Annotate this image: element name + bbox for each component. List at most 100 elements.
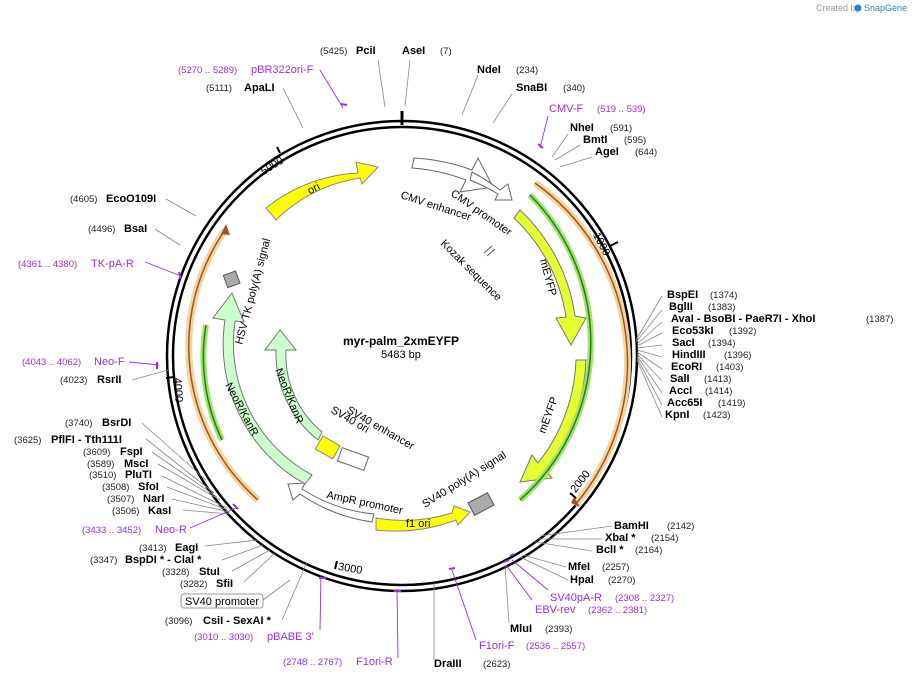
sv40-enhancer-feature[interactable] <box>336 446 370 472</box>
site-Acc65I[interactable]: Acc65I (1419) <box>667 397 745 409</box>
ampr-promoter-feature[interactable] <box>287 482 375 523</box>
site-HindIII[interactable]: HindIII (1396) <box>672 349 751 361</box>
site-HpaI[interactable]: HpaI (2270) <box>570 574 635 586</box>
site-Eco53kI[interactable]: Eco53kI (1392) <box>672 325 756 337</box>
site-CsiI[interactable]: (3096) CsiI - SexAI * <box>165 615 272 627</box>
svg-text:(2270): (2270) <box>608 575 635 586</box>
svg-text:(1423): (1423) <box>703 410 730 421</box>
site-BsrDI[interactable]: (3740) BsrDI <box>65 417 131 429</box>
site-FspI[interactable]: (3609) FspI <box>83 446 143 458</box>
site-PflFI[interactable]: (3625) PflFI - Tth111I <box>14 434 122 446</box>
svg-text:(4023): (4023) <box>60 375 87 386</box>
hsv-tk-polya-feature[interactable] <box>222 270 241 289</box>
site-EagI[interactable]: (3413) EagI <box>139 542 198 554</box>
site-ApaLI[interactable]: (5111) ApaLI <box>206 82 275 94</box>
svg-text:(1413): (1413) <box>704 374 731 385</box>
svg-text:DraIII: DraIII <box>434 658 462 670</box>
svg-text:SacI: SacI <box>672 337 695 349</box>
site-NheI[interactable]: NheI (591) <box>570 122 632 134</box>
svg-text:MscI: MscI <box>124 458 148 470</box>
ori-feature[interactable] <box>265 161 379 221</box>
site-SacI[interactable]: SacI (1394) <box>672 337 735 349</box>
svg-text:F1ori-F: F1ori-F <box>479 640 515 652</box>
site-MfeI[interactable]: MfeI (2257) <box>568 561 629 573</box>
primer-pBR322ori-F[interactable]: (5270 .. 5289) pBR322ori-F <box>178 64 314 76</box>
site-BspDI[interactable]: (3347) BspDI * - ClaI * <box>90 554 202 566</box>
site-SfoI[interactable]: (3508) SfoI <box>102 481 159 493</box>
site-BspEI[interactable]: BspEI (1374) <box>667 289 737 301</box>
svg-text:(1394): (1394) <box>708 338 735 349</box>
neor-kanr-inner-label: NeoR/KanR <box>272 367 305 426</box>
site-EcoO109I[interactable]: (4605) EcoO109I <box>70 193 156 205</box>
svg-text:(519 .. 539): (519 .. 539) <box>597 104 646 115</box>
neor-kanr-outer-feature[interactable] <box>212 292 313 485</box>
backbone-inner-strand <box>171 125 633 587</box>
site-SfiI[interactable]: (3282) SfiI <box>180 578 233 590</box>
tick-3000: 3000 <box>334 560 363 577</box>
site-StuI[interactable]: (3328) StuI <box>162 566 220 578</box>
site-BsaI[interactable]: (4496) BsaI <box>88 223 147 235</box>
f1-ori-feature[interactable] <box>375 505 471 532</box>
green-orf-line-left <box>202 324 223 441</box>
svg-text:(2623): (2623) <box>483 659 510 670</box>
sv40-ori-feature[interactable] <box>314 435 341 460</box>
svg-text:(4496): (4496) <box>88 224 115 235</box>
svg-text:CMV-F: CMV-F <box>549 103 584 115</box>
primer-pBABE3[interactable]: (3010 .. 3030) pBABE 3' <box>194 631 314 643</box>
cmv-promoter-feature[interactable] <box>469 171 513 201</box>
primer-Neo-F[interactable]: (4043 .. 4062) Neo-F <box>22 356 125 368</box>
primer-EBV-rev[interactable]: EBV-rev (2362 .. 2381) <box>535 604 647 616</box>
site-MluI[interactable]: MluI (2393) <box>510 623 572 635</box>
svg-text:(3507): (3507) <box>107 494 134 505</box>
site-AvaI[interactable]: AvaI - BsoBI - PaeR7I - XhoI (1387) <box>671 313 893 325</box>
svg-text:SfoI: SfoI <box>138 481 159 493</box>
primer-F1ori-F[interactable]: F1ori-F (2536 .. 2557) <box>479 640 585 652</box>
primer-F1ori-R[interactable]: (2748 .. 2767) F1ori-R <box>283 656 393 668</box>
meyfp-1-feature[interactable] <box>513 209 587 347</box>
site-SalI[interactable]: SalI (1413) <box>670 373 731 385</box>
svg-text:(1374): (1374) <box>710 290 737 301</box>
svg-text:BsaI: BsaI <box>124 223 147 235</box>
site-SnaBI[interactable]: SnaBI (340) <box>516 82 585 94</box>
site-XbaI[interactable]: XbaI * (2154) <box>605 532 678 544</box>
site-KpnI[interactable]: KpnI (1423) <box>665 409 730 421</box>
svg-text:PluTI: PluTI <box>125 469 152 481</box>
svg-text:pBABE 3': pBABE 3' <box>267 631 314 643</box>
green-orf-line-right <box>519 194 592 501</box>
primer-CMV-F[interactable]: CMV-F (519 .. 539) <box>549 103 646 115</box>
primer-Neo-R[interactable]: (3433 .. 3452) Neo-R <box>82 524 187 536</box>
sv40-polya-feature[interactable] <box>467 491 495 517</box>
svg-text:HindIII: HindIII <box>672 349 706 361</box>
svg-text:(3506): (3506) <box>112 506 139 517</box>
site-NdeI[interactable]: NdeI (234) <box>477 64 538 76</box>
svg-text:(2308 .. 2327): (2308 .. 2327) <box>615 593 674 604</box>
site-PciI[interactable]: (5425) PciI <box>320 45 376 57</box>
neor-kanr-inner-feature[interactable] <box>264 329 323 441</box>
svg-text:(5425): (5425) <box>320 46 347 57</box>
site-KasI[interactable]: (3506) KasI <box>112 505 171 517</box>
svg-text:SalI: SalI <box>670 373 690 385</box>
svg-text:BsrDI: BsrDI <box>102 417 131 429</box>
primer-TK-pA-R[interactable]: (4361 .. 4380) TK-pA-R <box>18 258 134 270</box>
svg-text:AseI: AseI <box>402 45 425 57</box>
sv40-promoter-box[interactable] <box>180 593 264 609</box>
site-EcoRI[interactable]: EcoRI (1403) <box>671 361 743 373</box>
site-AseI[interactable]: AseI (7) <box>402 45 452 57</box>
site-BclI[interactable]: BclI * (2164) <box>596 544 662 556</box>
site-AgeI[interactable]: AgeI (644) <box>595 146 657 158</box>
cmv-enhancer-feature[interactable] <box>411 156 494 193</box>
site-AccI[interactable]: AccI (1414) <box>669 385 732 397</box>
svg-text:EcoO109I: EcoO109I <box>106 193 156 205</box>
site-BmtI[interactable]: BmtI (595) <box>583 134 646 146</box>
svg-text:BamHI: BamHI <box>614 520 649 532</box>
site-MscI[interactable]: (3589) MscI <box>87 458 148 470</box>
site-NarI[interactable]: (3507) NarI <box>107 493 164 505</box>
svg-text:(591): (591) <box>610 123 632 134</box>
site-PluTI[interactable]: (3510) PluTI <box>89 469 152 481</box>
site-BglII[interactable]: BglII (1383) <box>669 301 735 313</box>
svg-text:(3413): (3413) <box>139 543 166 554</box>
site-RsrII[interactable]: (4023) RsrII <box>60 374 121 386</box>
site-DraIII[interactable]: DraIII (2623) <box>434 658 510 670</box>
site-BamHI[interactable]: BamHI (2142) <box>614 520 694 532</box>
primer-SV40pA-R[interactable]: SV40pA-R (2308 .. 2327) <box>550 592 674 604</box>
